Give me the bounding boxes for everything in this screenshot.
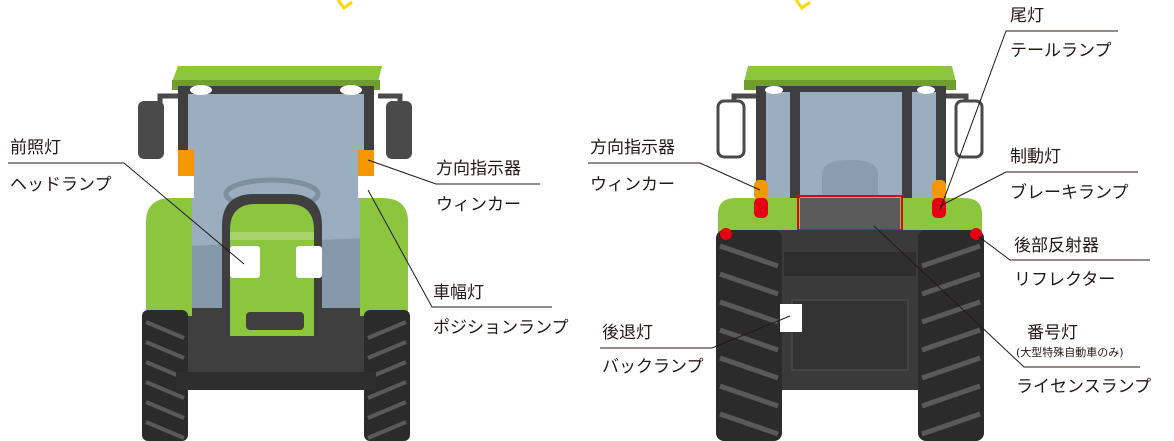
leader-lines xyxy=(8,30,1150,368)
front-roof-light-left xyxy=(190,85,212,95)
label-front-turn-signal-alt: ウィンカー xyxy=(436,195,521,215)
front-mirror-left xyxy=(138,101,164,159)
leader-headlamp xyxy=(8,162,245,265)
front-tire-right xyxy=(364,310,410,441)
rear-license-plate-area xyxy=(800,198,900,230)
label-license-lamp-note: (大型特殊自動車のみ) xyxy=(1016,346,1124,359)
label-front-turn-signal: 方向指示器 xyxy=(436,159,521,179)
label-tail-lamp-alt: テールランプ xyxy=(1010,41,1112,61)
leader-rear-turn-signal xyxy=(588,162,761,191)
leader-reflector xyxy=(977,235,1150,261)
rear-mirror-right xyxy=(954,99,984,159)
sun-ray-left xyxy=(336,0,353,11)
leader-brake-lamp xyxy=(939,171,1138,207)
label-reflector-alt: リフレクター xyxy=(1014,270,1116,290)
sun-ray-right xyxy=(794,0,811,11)
rear-reflector-left xyxy=(720,228,732,240)
label-headlamp: 前照灯 xyxy=(10,138,61,158)
label-position-lamp-alt: ポジションランプ xyxy=(433,318,569,338)
label-brake-lamp-alt: ブレーキランプ xyxy=(1010,183,1129,203)
label-license-lamp: 番号灯 xyxy=(1027,323,1078,343)
label-brake-lamp: 制動灯 xyxy=(1010,147,1061,167)
label-reflector: 後部反射器 xyxy=(1014,236,1099,256)
front-tire-treads xyxy=(145,320,407,440)
front-turn-signal-left xyxy=(178,150,194,176)
rear-brake-lamp-right xyxy=(932,198,946,218)
label-position-lamp: 車幅灯 xyxy=(433,283,484,303)
rear-tractor xyxy=(716,66,984,441)
rear-hitch xyxy=(791,299,909,371)
rear-brake-lamp-left xyxy=(754,198,768,218)
leader-front-turn-signal xyxy=(367,159,540,185)
label-tail-lamp: 尾灯 xyxy=(1010,6,1044,26)
front-grille xyxy=(246,312,304,330)
leader-tail-lamp xyxy=(939,30,1118,211)
label-reverse-lamp: 後退灯 xyxy=(602,323,653,343)
rear-ground-glow xyxy=(600,419,1120,441)
leader-license-lamp xyxy=(873,225,1140,368)
front-headlamp-right xyxy=(296,246,322,278)
rear-roof xyxy=(744,66,956,82)
rear-turn-signal-left xyxy=(754,180,768,200)
front-fender-left xyxy=(146,198,192,316)
rear-cab-pillar xyxy=(790,92,800,198)
rear-roof-band xyxy=(744,80,956,90)
leader-position-lamp xyxy=(367,189,552,308)
front-headlamp-left xyxy=(230,246,260,278)
label-license-lamp-alt: ライセンスランプ xyxy=(1016,377,1152,397)
rear-reverse-lamp xyxy=(780,304,802,332)
front-roof xyxy=(172,66,382,82)
leader-reverse-lamp xyxy=(600,315,791,349)
front-fender-right xyxy=(360,198,408,316)
front-position-lamp-right xyxy=(358,176,374,198)
rear-cab-pillar-2 xyxy=(902,92,912,198)
rear-turn-signal-right xyxy=(932,180,946,200)
label-reverse-lamp-alt: バックランプ xyxy=(602,357,704,377)
rear-roof-light-left xyxy=(765,86,783,94)
front-roof-light-right xyxy=(340,85,362,95)
rear-tire-treads xyxy=(719,243,981,437)
rear-roof-light-right xyxy=(917,86,935,94)
rear-mirror-left xyxy=(716,99,746,159)
label-rear-turn-signal-alt: ウィンカー xyxy=(590,175,675,195)
front-tractor xyxy=(138,66,412,441)
front-axle xyxy=(176,372,376,390)
front-position-lamp-left xyxy=(178,176,194,198)
rear-seat xyxy=(822,160,878,196)
front-tire-left xyxy=(142,310,188,441)
label-headlamp-alt: ヘッドランプ xyxy=(10,175,112,195)
rear-pto-housing xyxy=(784,252,916,276)
front-roof-band xyxy=(172,80,380,90)
front-hood-stripe xyxy=(230,232,314,240)
front-mirror-right xyxy=(386,101,412,159)
front-ground-glow xyxy=(30,419,530,441)
label-rear-turn-signal: 方向指示器 xyxy=(590,138,675,158)
front-turn-signal-right xyxy=(358,150,374,176)
